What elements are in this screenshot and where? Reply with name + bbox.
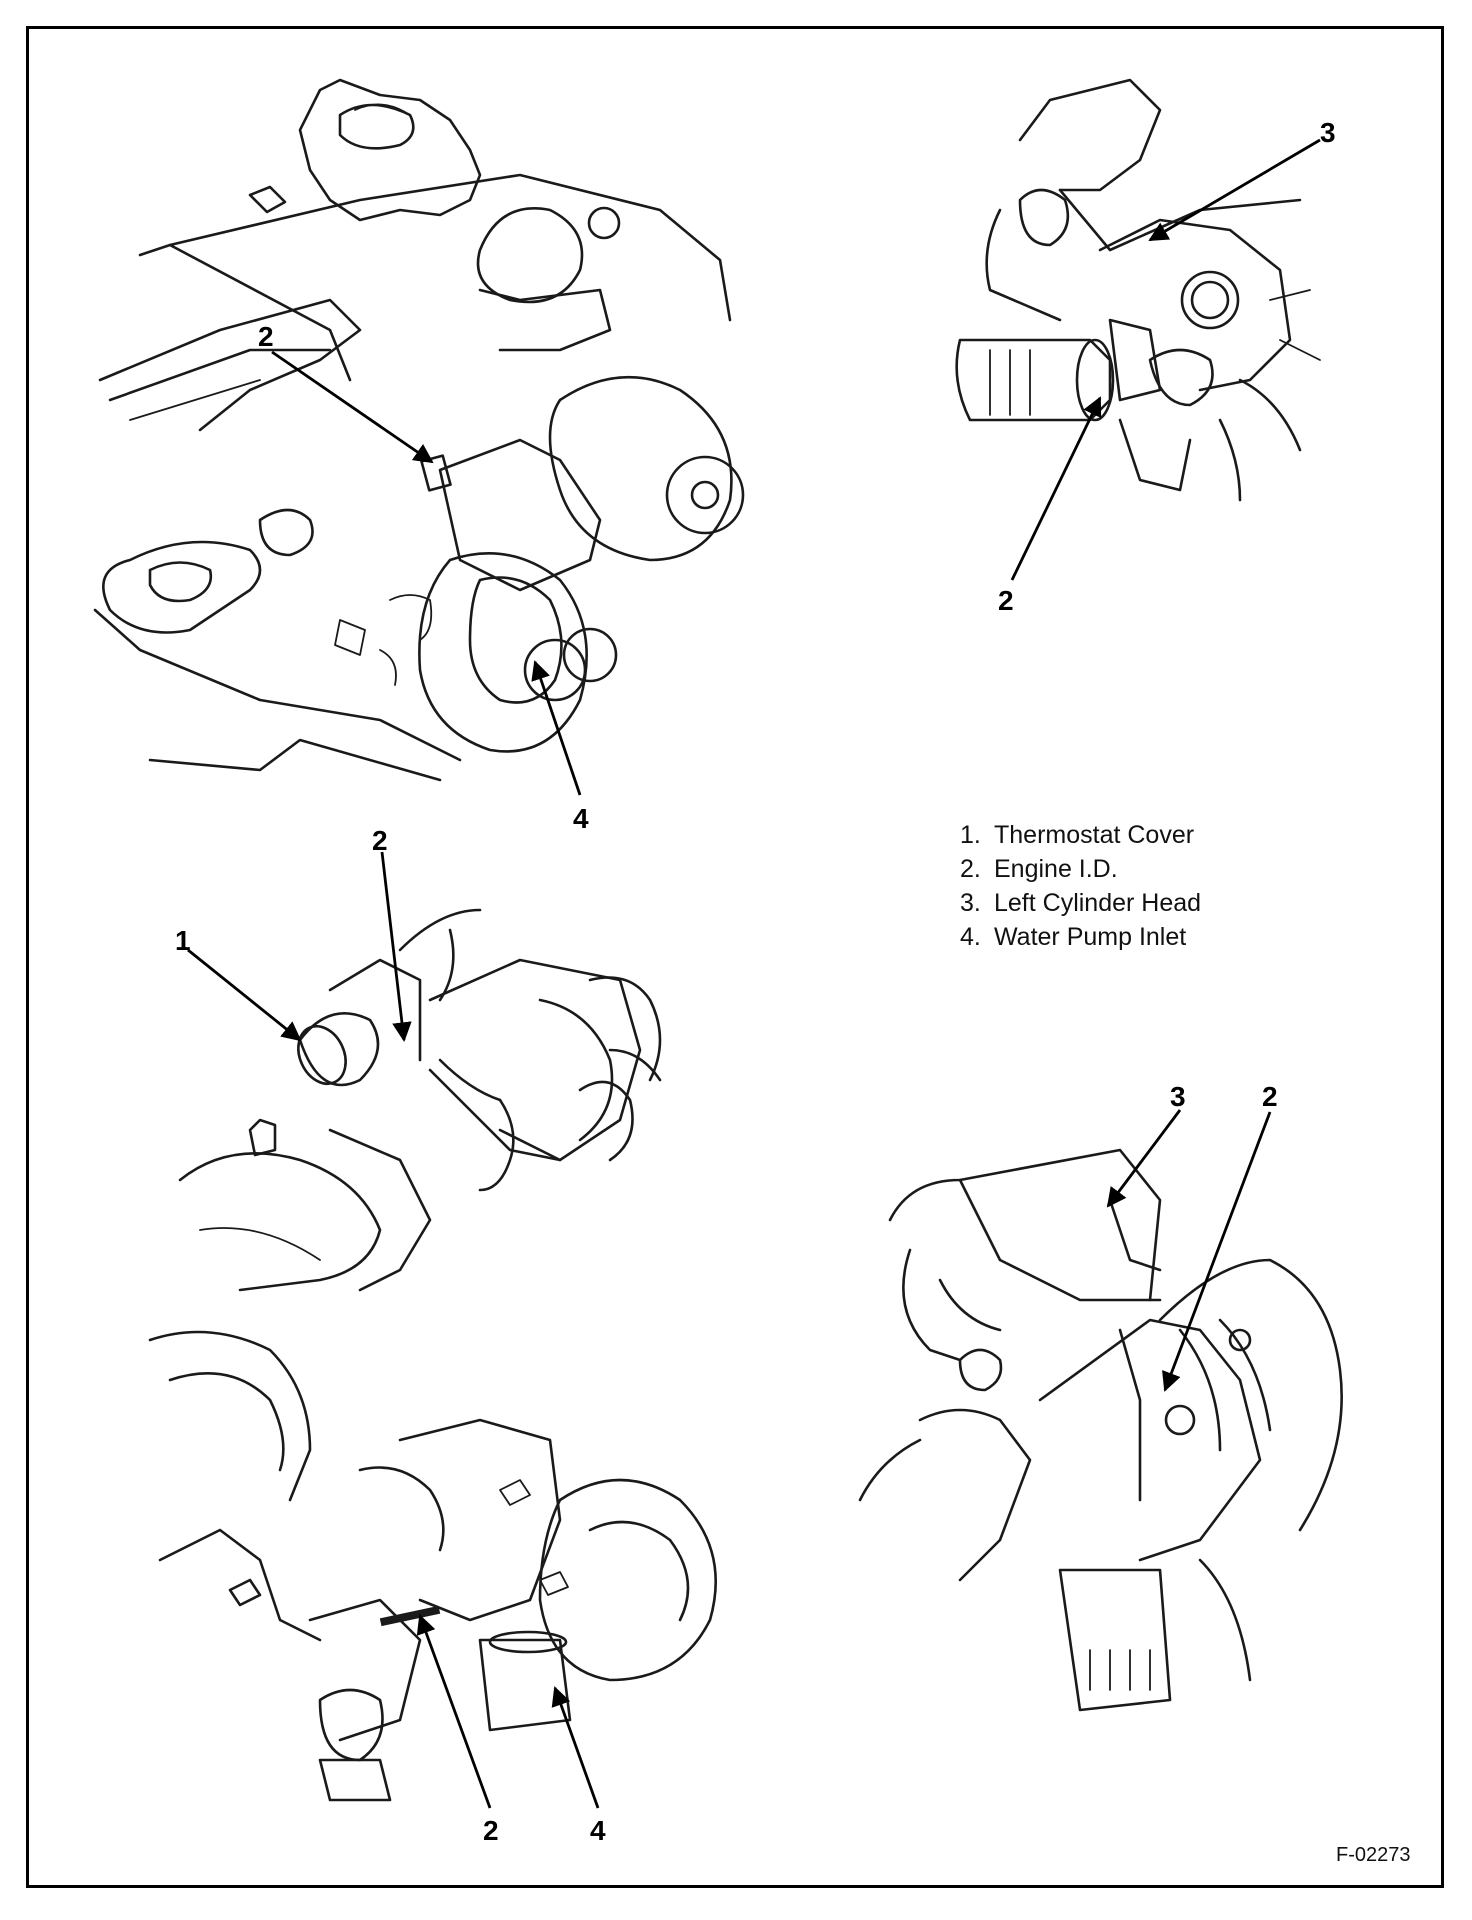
legend-item: 4.Water Pump Inlet <box>960 923 1187 951</box>
callout-v5-4: 4 <box>590 1815 606 1846</box>
leader-v2-2 <box>1010 396 1102 581</box>
view-water-pump-closeup <box>148 1330 717 1802</box>
leader-v5-4 <box>551 1686 600 1809</box>
leader-v4-2 <box>1162 1111 1272 1392</box>
callout-v2-2: 2 <box>998 585 1014 616</box>
figure-id: F-02273 <box>1336 1844 1411 1866</box>
leader-v2-3 <box>1148 138 1321 242</box>
view-left-head-closeup <box>858 1148 1343 1712</box>
leader-v4-3 <box>1106 1109 1182 1208</box>
callout-v1-4: 4 <box>573 803 589 834</box>
callout-v4-2: 2 <box>1262 1081 1278 1112</box>
callout-v3-1: 1 <box>175 925 191 956</box>
callout-v4-3: 3 <box>1170 1081 1186 1112</box>
view-right-head-closeup <box>955 78 1321 502</box>
legend-item: 1.Thermostat Cover <box>960 821 1195 849</box>
figure-frame <box>26 26 1444 1888</box>
callout-v2-3: 3 <box>1320 117 1336 148</box>
leader-v5-2 <box>416 1614 492 1809</box>
view-front-engine <box>93 78 745 782</box>
legend-item: 3.Left Cylinder Head <box>960 889 1202 917</box>
callout-v5-2: 2 <box>483 1815 499 1846</box>
legend-item: 2.Engine I.D. <box>960 855 1118 883</box>
callout-v1-2: 2 <box>258 321 274 352</box>
view-thermostat-closeup <box>178 908 662 1292</box>
leader-v1-4 <box>531 660 582 796</box>
leader-v3-2 <box>380 851 412 1042</box>
leader-v3-1 <box>187 948 302 1042</box>
callout-v3-2: 2 <box>372 825 388 856</box>
leader-v1-2 <box>271 350 434 464</box>
parts-legend: 1.Thermostat Cover 2.Engine I.D. 3.Left … <box>960 818 1201 954</box>
